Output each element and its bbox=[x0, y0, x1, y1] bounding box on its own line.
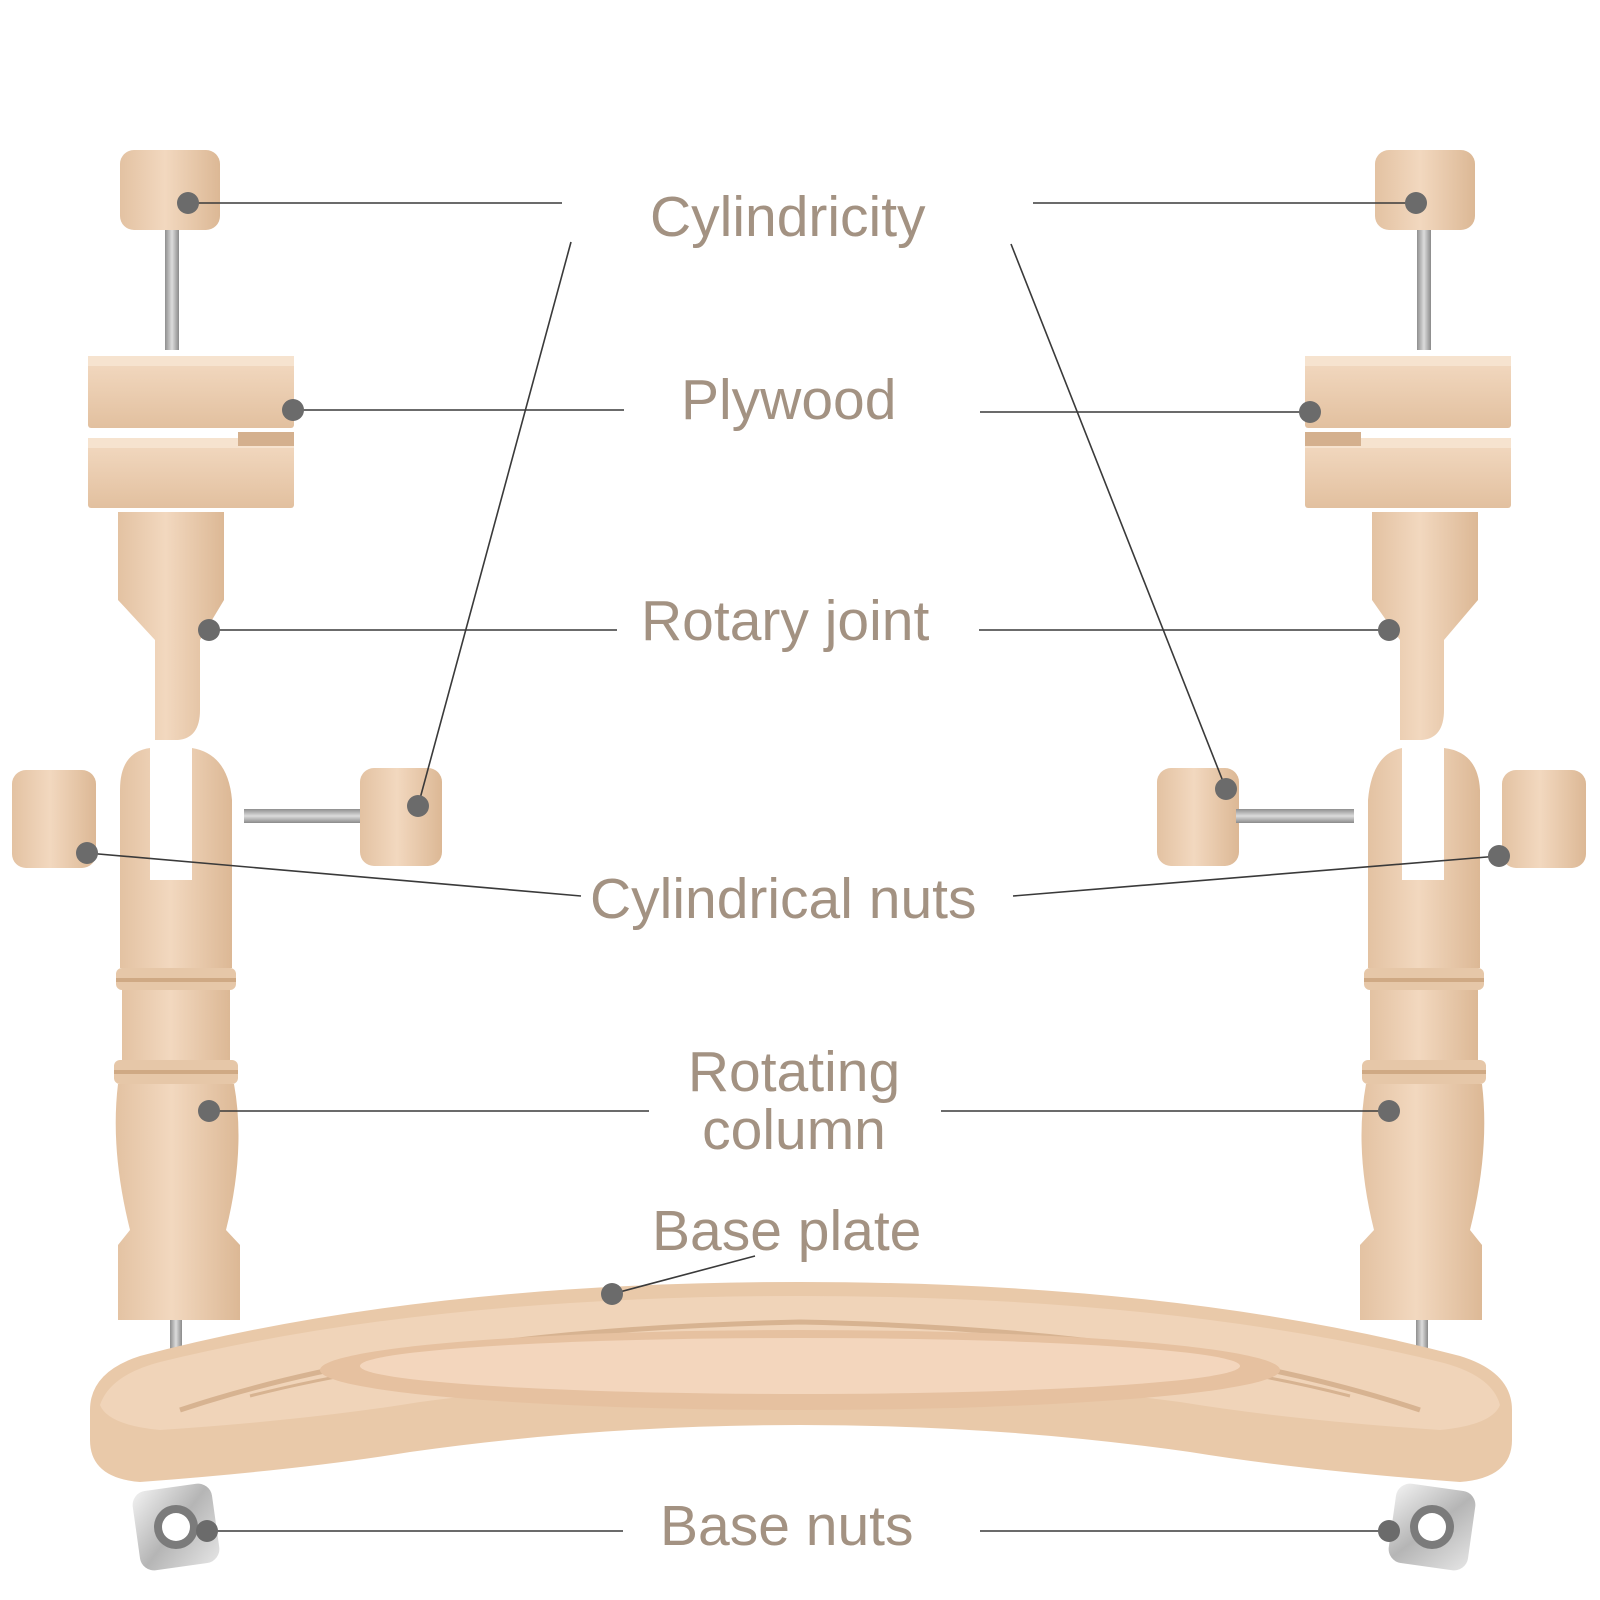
right-plywood-clamp bbox=[1305, 356, 1511, 508]
callout-dot bbox=[1378, 1100, 1400, 1122]
callout-dot bbox=[1378, 1520, 1400, 1542]
left-inner-cylindrical-nut bbox=[360, 768, 442, 866]
left-plywood-clamp bbox=[88, 356, 294, 508]
right-assembly bbox=[1157, 150, 1586, 1571]
callout-line-cylindricity-diag-left bbox=[417, 241, 572, 807]
callout-dot bbox=[198, 1100, 220, 1122]
label-base-nuts: Base nuts bbox=[660, 1494, 914, 1558]
label-plywood: Plywood bbox=[681, 368, 897, 432]
right-cylindricity-knob bbox=[1375, 150, 1475, 230]
left-nut-rod bbox=[244, 809, 364, 823]
right-top-rod bbox=[1417, 225, 1431, 350]
left-outer-cylindrical-nut bbox=[12, 770, 96, 868]
right-rotating-column bbox=[1360, 748, 1486, 1320]
label-cylindricity: Cylindricity bbox=[650, 185, 926, 249]
right-base-nut bbox=[1388, 1483, 1476, 1571]
callout-line-cylindricity-diag-right bbox=[1010, 243, 1227, 790]
callout-line-base-plate bbox=[611, 1255, 756, 1295]
callout-dot bbox=[1378, 619, 1400, 641]
callout-dot bbox=[1405, 192, 1427, 214]
left-base-nut bbox=[132, 1483, 220, 1571]
callout-dot bbox=[282, 399, 304, 421]
callout-dot bbox=[177, 192, 199, 214]
callout-dot bbox=[407, 795, 429, 817]
base-plate bbox=[90, 1282, 1512, 1482]
label-rotating-column-line1: Rotating bbox=[687, 1040, 901, 1104]
callout-dot bbox=[601, 1283, 623, 1305]
callout-lines bbox=[86, 202, 1500, 1532]
left-cylindricity-knob bbox=[120, 150, 220, 230]
right-nut-rod bbox=[1236, 809, 1354, 823]
left-rotating-column bbox=[114, 748, 240, 1320]
left-rotary-joint bbox=[118, 512, 224, 740]
callout-dot bbox=[196, 1520, 218, 1542]
callout-dot bbox=[1299, 401, 1321, 423]
callout-dot bbox=[76, 842, 98, 864]
callout-line-nuts-left bbox=[86, 852, 582, 897]
label-rotating-column-line2: column bbox=[702, 1098, 886, 1162]
callout-dot bbox=[1215, 778, 1237, 800]
callout-dot bbox=[198, 619, 220, 641]
callout-dot bbox=[1488, 845, 1510, 867]
label-rotating-column: Rotating column bbox=[634, 1043, 954, 1159]
left-assembly bbox=[12, 150, 442, 1571]
label-rotary-joint: Rotary joint bbox=[641, 589, 930, 653]
callout-line-nuts-right bbox=[1012, 855, 1500, 897]
right-rotary-joint bbox=[1372, 512, 1478, 740]
label-base-plate: Base plate bbox=[652, 1199, 922, 1263]
right-outer-cylindrical-nut bbox=[1502, 770, 1586, 868]
label-cylindrical-nuts: Cylindrical nuts bbox=[590, 867, 977, 931]
callout-dots bbox=[76, 192, 1510, 1542]
left-top-rod bbox=[165, 225, 179, 350]
